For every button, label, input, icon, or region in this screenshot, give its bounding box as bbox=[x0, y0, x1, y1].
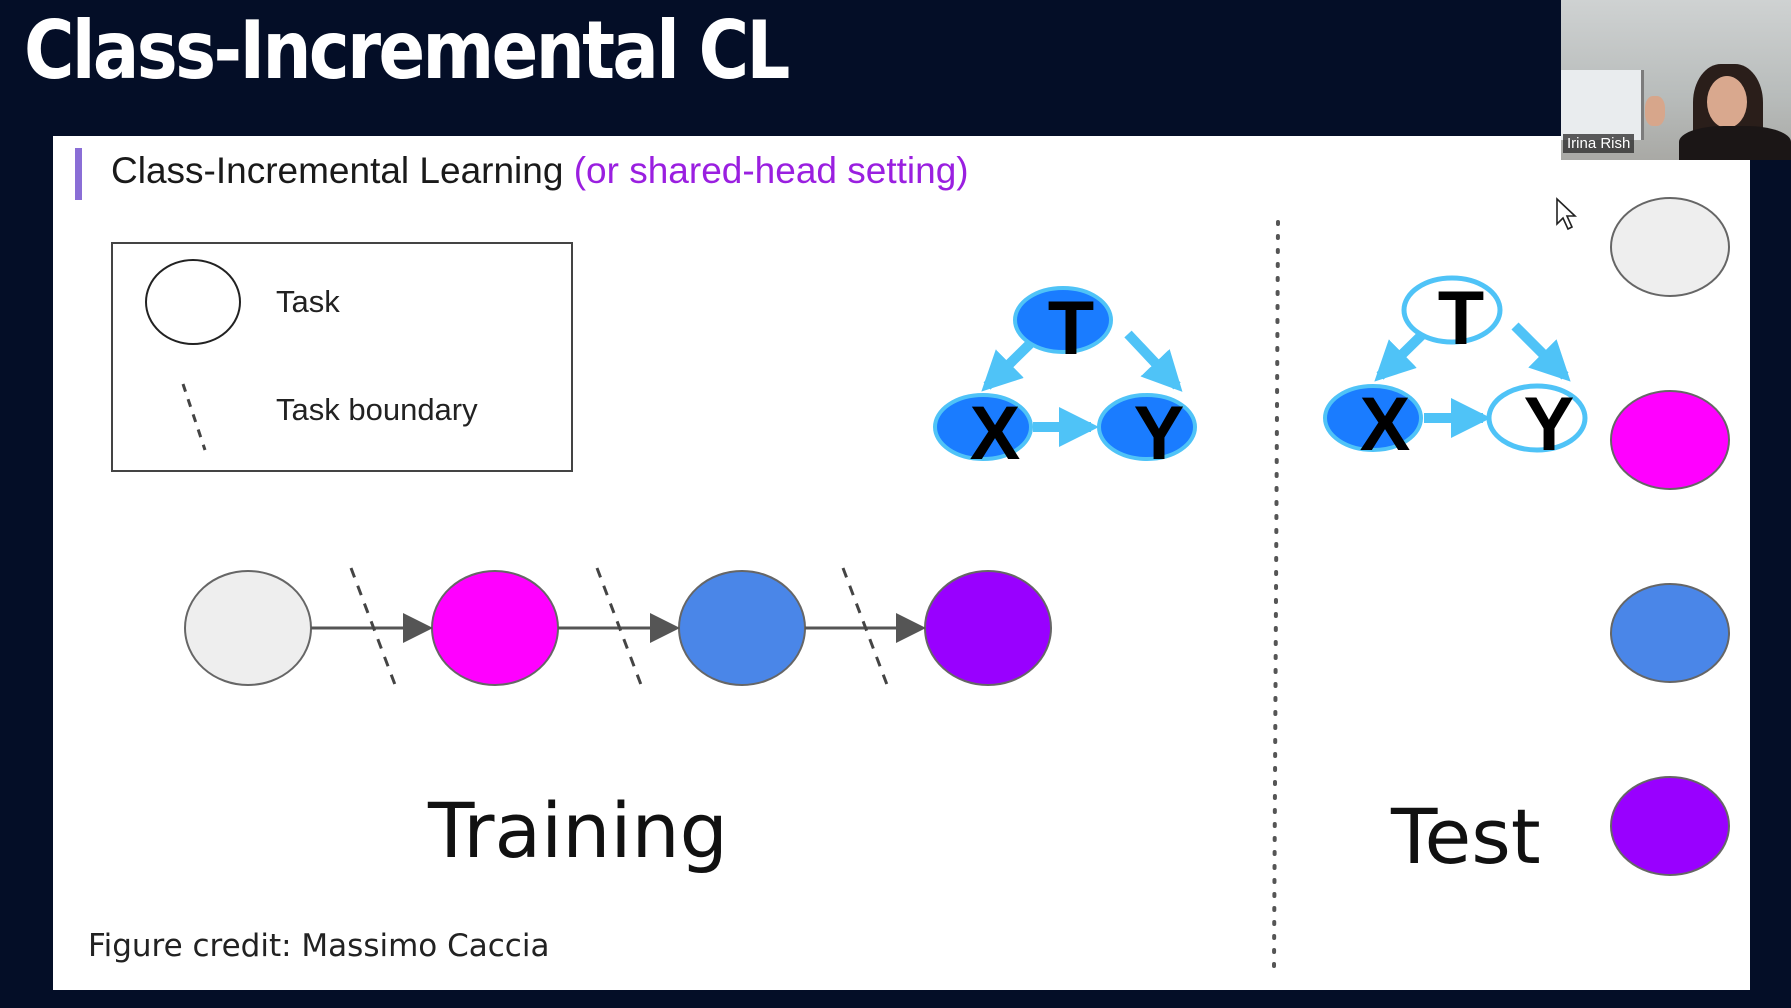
legend-task-icon bbox=[145, 259, 241, 345]
task-boundary-3 bbox=[841, 567, 891, 691]
training-node-x-label: X bbox=[970, 391, 1021, 476]
train-test-separator bbox=[1272, 220, 1280, 970]
training-task-4 bbox=[924, 570, 1052, 686]
webcam-hand bbox=[1645, 96, 1665, 126]
slide-heading: Class-Incremental Learning (or shared-he… bbox=[111, 150, 969, 192]
training-node-t bbox=[1013, 286, 1113, 354]
training-node-y bbox=[1097, 393, 1197, 461]
training-node-x bbox=[933, 393, 1033, 461]
test-task-1 bbox=[1610, 197, 1730, 297]
test-node-x bbox=[1323, 384, 1423, 452]
slide-title: Class-Incremental CL bbox=[24, 4, 790, 97]
training-task-2 bbox=[431, 570, 559, 686]
training-task-1 bbox=[184, 570, 312, 686]
legend-task-label: Task bbox=[276, 284, 340, 319]
test-node-x-label: X bbox=[1360, 382, 1411, 467]
participant-name-tag: Irina Rish bbox=[1563, 134, 1635, 153]
heading-main: Class-Incremental Learning bbox=[111, 150, 564, 191]
slide-panel: Class-Incremental Learning (or shared-he… bbox=[53, 136, 1750, 990]
heading-accent: (or shared-head setting) bbox=[573, 150, 969, 191]
diagram-canvas: T X Y T X Y bbox=[145, 197, 1730, 970]
training-label: Training bbox=[428, 786, 728, 875]
test-task-2 bbox=[1610, 390, 1730, 490]
test-node-y bbox=[1486, 383, 1588, 453]
test-node-t bbox=[1401, 275, 1503, 345]
mouse-pointer-icon bbox=[1556, 197, 1578, 231]
task-boundary-1 bbox=[349, 567, 399, 691]
training-node-t-label: T bbox=[1048, 286, 1094, 371]
test-graph: T X Y bbox=[1323, 275, 1588, 467]
webcam-person-body bbox=[1679, 126, 1791, 160]
webcam-projector-screen bbox=[1561, 70, 1644, 140]
test-task-4 bbox=[1610, 776, 1730, 876]
test-task-3 bbox=[1610, 583, 1730, 683]
task-boundary-2 bbox=[595, 567, 645, 691]
webcam-thumbnail[interactable]: Irina Rish bbox=[1561, 0, 1791, 160]
webcam-person-face bbox=[1707, 76, 1747, 128]
heading-accent-bar bbox=[75, 148, 82, 200]
figure-credit: Figure credit: Massimo Caccia bbox=[88, 928, 550, 964]
legend-box bbox=[111, 242, 573, 472]
legend-boundary-icon bbox=[181, 383, 207, 451]
test-node-t-label: T bbox=[1438, 276, 1484, 361]
training-graph: T X Y bbox=[933, 286, 1197, 476]
test-node-y-label: Y bbox=[1524, 382, 1575, 467]
training-task-3 bbox=[678, 570, 806, 686]
test-label: Test bbox=[1391, 792, 1541, 881]
training-node-y-label: Y bbox=[1134, 391, 1185, 476]
legend-boundary-label: Task boundary bbox=[276, 392, 478, 427]
